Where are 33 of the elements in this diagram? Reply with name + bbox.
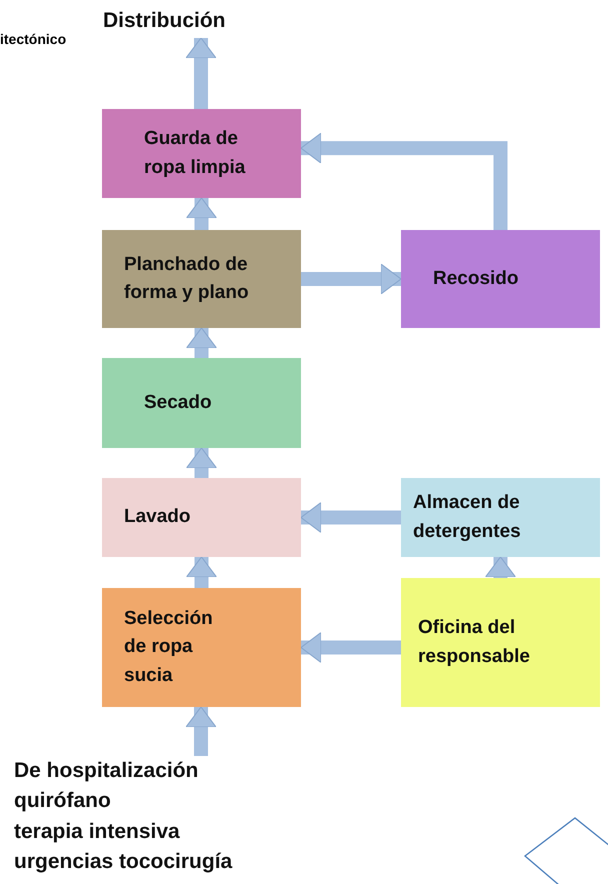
- box-label: Planchado de forma y plano: [124, 252, 250, 305]
- block-arrow: [186, 448, 217, 478]
- process-box: [401, 578, 600, 707]
- box-label: Guarda de ropa limpia: [144, 127, 246, 180]
- process-box: [102, 478, 301, 557]
- box-label: Oficina del responsable: [418, 616, 531, 668]
- process-box: [401, 478, 600, 557]
- output-label: Distribución: [103, 8, 227, 34]
- block-arrow: [301, 264, 402, 294]
- source-line: urgencias tococirugía: [14, 849, 234, 876]
- block-arrow: [186, 706, 216, 756]
- block-arrow: [300, 502, 401, 533]
- box-label: Almacen de detergentes: [413, 491, 522, 544]
- box-label: Secado: [144, 390, 213, 415]
- block-arrow: [186, 556, 217, 588]
- block-arrow: [186, 198, 217, 230]
- process-box: [102, 109, 301, 198]
- process-box: [102, 358, 301, 448]
- process-box: [102, 588, 301, 707]
- box-label: Selección de ropa sucia: [124, 606, 214, 688]
- source-line: quirófano: [14, 788, 112, 814]
- cut-off-label: itectónico: [0, 31, 66, 47]
- block-arrow: [186, 328, 217, 358]
- source-line: terapia intensiva: [14, 818, 181, 845]
- block-arrow: [186, 38, 216, 109]
- source-line: De hospitalización: [14, 758, 200, 784]
- block-arrow: [485, 556, 516, 578]
- process-box: [102, 230, 301, 328]
- process-box: [401, 230, 600, 328]
- block-arrow: [300, 132, 508, 230]
- block-arrow: [300, 632, 401, 663]
- box-label: Recosido: [433, 266, 520, 291]
- box-label: Lavado: [124, 505, 192, 530]
